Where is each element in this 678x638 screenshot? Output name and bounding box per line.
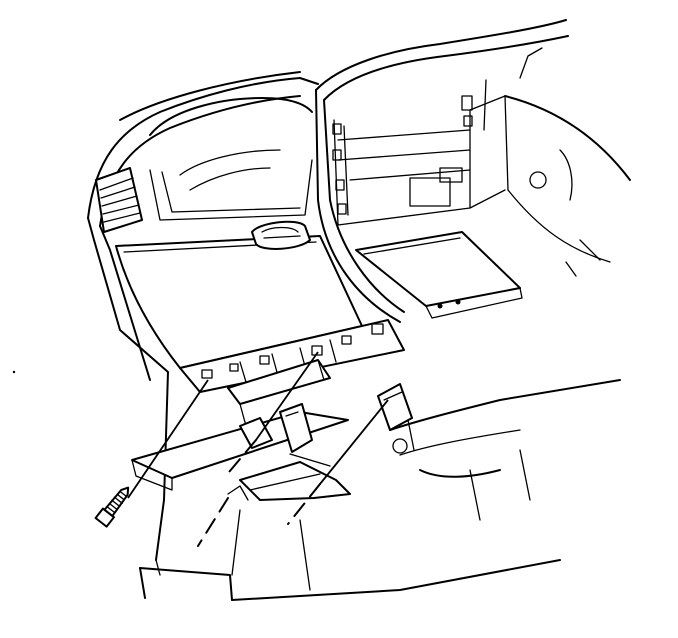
leader-lines: [127, 351, 389, 547]
glove-box-icon: [115, 220, 405, 393]
vent-grille-icon: [95, 167, 143, 233]
instrument-panel: [87, 71, 621, 601]
screw-icon: [94, 486, 130, 528]
stray-dot: [12, 370, 16, 374]
bracket-small-icon: [377, 383, 415, 454]
glove-box-open-icon: [315, 19, 631, 323]
